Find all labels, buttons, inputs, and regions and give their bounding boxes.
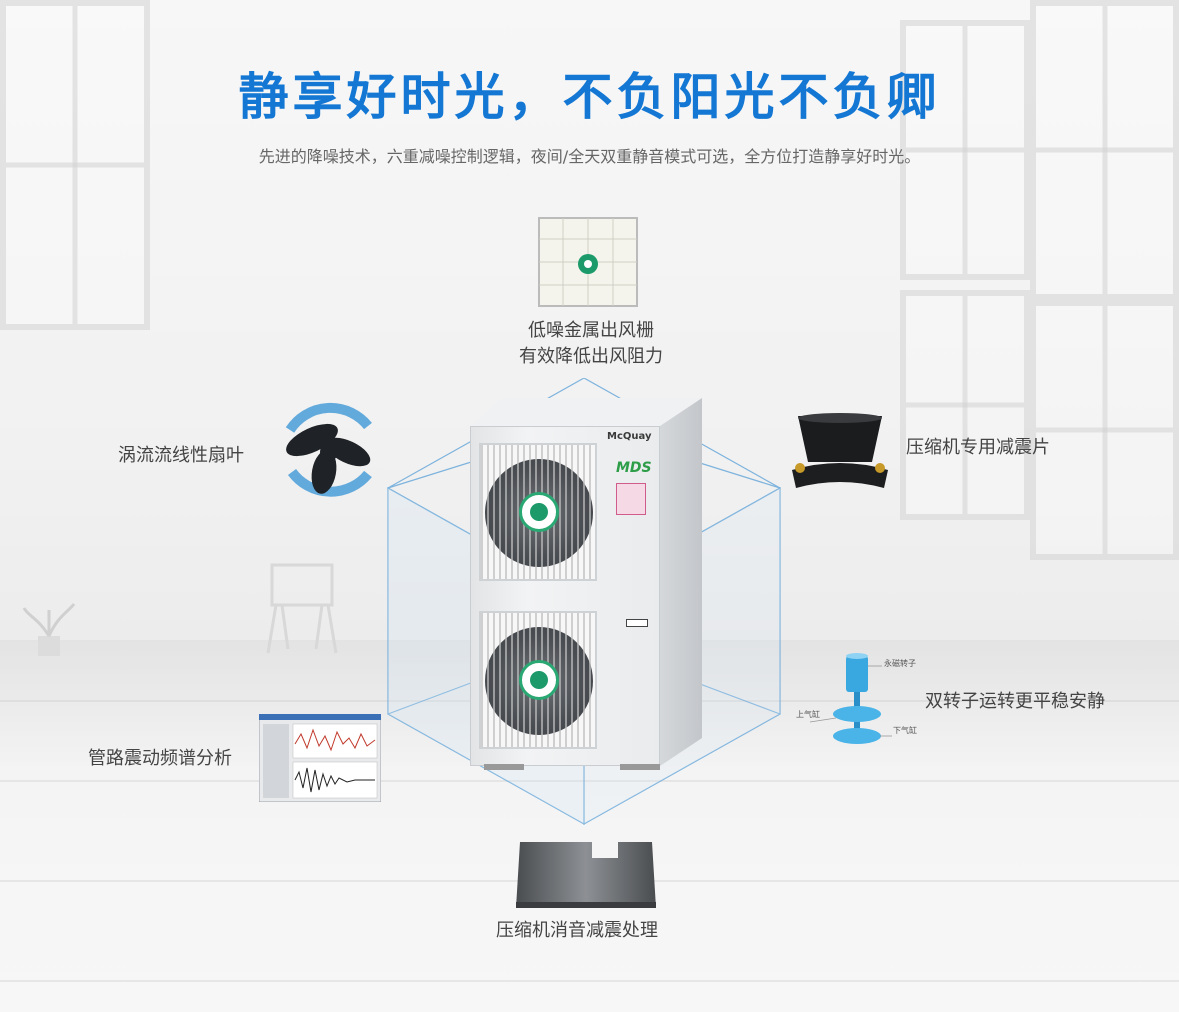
feature-grille-label: 低噪金属出风栅 有效降低出风阻力 <box>519 320 663 367</box>
ac-outdoor-unit: McQuay MDS <box>470 398 702 770</box>
ac-top-panel <box>470 398 702 427</box>
window-pane <box>900 290 1030 520</box>
ac-fan-grille-upper <box>479 443 597 581</box>
rotor-upper-cylinder-label: 上气缸 <box>796 710 820 719</box>
ac-model-badge: MDS <box>616 460 652 476</box>
window-pane <box>900 20 1030 280</box>
spectrum-analysis-screenshot <box>259 714 381 802</box>
logo-icon <box>519 660 559 700</box>
feature-compressor-pad-label: 压缩机专用减震片 <box>906 437 1050 458</box>
compressor-pad-image <box>792 413 888 488</box>
feature-pipe-analysis-label: 管路震动频谱分析 <box>88 748 232 769</box>
metal-grille-image <box>538 217 638 307</box>
ac-brand-logo: McQuay <box>607 431 652 442</box>
ac-energy-tag <box>616 483 646 515</box>
compressor-muffler-image <box>516 842 656 908</box>
rotor-magnet-label: 永磁转子 <box>884 659 916 668</box>
page-title: 静享好时光，不负阳光不负卿 <box>238 68 941 126</box>
ac-handle <box>626 619 648 627</box>
feature-fan-blade-label: 涡流流线性扇叶 <box>118 445 244 466</box>
fan-blade-icon <box>285 402 372 497</box>
rotor-lower-cylinder-label: 下气缸 <box>893 726 917 735</box>
plant-silhouette <box>22 603 76 656</box>
window-pane <box>1030 0 1179 300</box>
logo-icon <box>519 492 559 532</box>
feature-dual-rotor-label: 双转子运转更平稳安静 <box>925 691 1105 712</box>
page-subtitle: 先进的降噪技术，六重减噪控制逻辑，夜间/全天双重静音模式可选，全方位打造静享好时… <box>258 147 921 166</box>
feature-compressor-muffler-label: 压缩机消音减震处理 <box>496 920 658 941</box>
window-pane <box>0 0 150 330</box>
ac-fan-grille-lower <box>479 611 597 749</box>
ac-side-panel <box>660 398 702 766</box>
chair-silhouette <box>266 563 338 654</box>
window-pane <box>1030 300 1179 560</box>
dual-rotor-diagram <box>809 653 892 744</box>
ac-front-panel <box>470 426 660 766</box>
